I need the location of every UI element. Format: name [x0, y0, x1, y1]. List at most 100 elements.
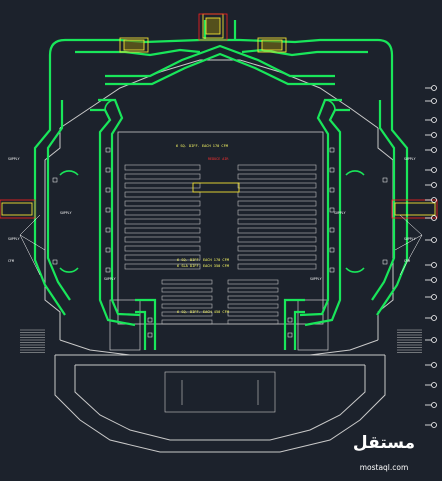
- pew-left: [124, 191, 201, 198]
- zone-label-mid-2: 6 SLA DIFF. EACH 350 CFM: [177, 264, 230, 268]
- circle-marker-icon: [431, 362, 437, 368]
- supply-diffuser: [329, 147, 335, 153]
- circle-marker-icon: [431, 262, 437, 268]
- pew-left: [124, 263, 201, 270]
- supply-diffuser: [329, 227, 335, 233]
- pew-right: [237, 254, 317, 261]
- supply-diffuser: [382, 259, 388, 265]
- pew-right: [237, 263, 317, 270]
- watermark-sub: mostaql.com: [360, 463, 409, 472]
- tag-left-inner: SUPPLY: [60, 211, 72, 215]
- supply-diffuser: [329, 167, 335, 173]
- pew-right: [237, 245, 317, 252]
- supply-diffuser: [105, 247, 111, 253]
- circle-marker-icon: [431, 132, 437, 138]
- supply-diffuser: [329, 247, 335, 253]
- red-annotation-boxes: [0, 13, 438, 219]
- circle-marker-icon: [431, 337, 437, 343]
- supply-diffuser: [105, 227, 111, 233]
- circle-marker-icon: [431, 402, 437, 408]
- watermark-main: مستقل: [353, 433, 415, 453]
- supply-diffuser: [105, 167, 111, 173]
- pew-rear-right: [227, 279, 279, 285]
- red-note: REDUCE AIR: [208, 157, 229, 161]
- pew-rear-right: [227, 303, 279, 309]
- circle-marker-icon: [431, 422, 437, 428]
- duct-elbows: [59, 99, 365, 273]
- tag-right-1: SUPPLY: [404, 157, 416, 161]
- supply-diffuser: [147, 332, 153, 338]
- tag-right-lower: SUPPLY: [310, 277, 322, 281]
- pew-rear-right: [227, 319, 279, 325]
- pew-left: [124, 182, 201, 189]
- pew-right: [237, 209, 317, 216]
- tag-right-inner: SUPPLY: [334, 211, 346, 215]
- pew-rear-left: [161, 319, 213, 325]
- pew-left: [124, 209, 201, 216]
- pew-rear-right: [227, 295, 279, 301]
- circle-marker-icon: [431, 215, 437, 221]
- pew-left: [124, 227, 201, 234]
- circle-marker-icon: [431, 197, 437, 203]
- pew-rear-left: [161, 279, 213, 285]
- stairs-left: [20, 329, 45, 353]
- building-walls: [44, 59, 394, 453]
- tag-left-1: SUPPLY: [8, 157, 20, 161]
- pew-right: [237, 164, 317, 171]
- tag-left-lower: SUPPLY: [104, 277, 116, 281]
- stairs-right: [397, 329, 422, 353]
- supply-diffuser: [329, 267, 335, 273]
- pew-left: [124, 245, 201, 252]
- supply-diffuser: [147, 317, 153, 323]
- pew-left: [124, 200, 201, 207]
- air-handling-units: [1, 13, 436, 216]
- pew-left: [124, 236, 201, 243]
- pew-right: [237, 173, 317, 180]
- supply-diffuser: [287, 332, 293, 338]
- circle-marker-icon: [431, 315, 437, 321]
- tag-left-2: SUPPLY: [8, 237, 20, 241]
- supply-diffuser: [105, 267, 111, 273]
- circle-marker-icon: [431, 182, 437, 188]
- tag-left-3: CFM: [8, 259, 14, 263]
- circle-marker-icon: [431, 277, 437, 283]
- circle-marker-icon: [431, 294, 437, 300]
- pew-left: [124, 254, 201, 261]
- supply-diffusers: [52, 147, 388, 338]
- pew-left: [124, 218, 201, 225]
- pew-right: [237, 227, 317, 234]
- tag-right-3: CFM: [404, 259, 410, 263]
- supply-diffuser: [52, 177, 58, 183]
- zone-label-top: 6 SQ. DIFF. EACH 170 CFM: [176, 144, 229, 148]
- circle-marker-icon: [431, 147, 437, 153]
- supply-diffuser: [329, 187, 335, 193]
- circle-marker-icon: [431, 98, 437, 104]
- pew-left: [124, 173, 201, 180]
- tag-right-2: SUPPLY: [404, 237, 416, 241]
- circle-marker-icon: [431, 237, 437, 243]
- mostaql-logo-icon: مستقل mostaql.com: [353, 433, 415, 472]
- circle-marker-icon: [431, 85, 437, 91]
- supply-diffuser: [105, 187, 111, 193]
- pew-rear-left: [161, 295, 213, 301]
- leader-lines: [19, 214, 423, 276]
- seating-pews: [124, 164, 317, 325]
- section-markers: [425, 85, 437, 428]
- circle-marker-icon: [431, 167, 437, 173]
- pew-right: [237, 191, 317, 198]
- supply-diffuser: [105, 207, 111, 213]
- pew-right: [237, 182, 317, 189]
- zone-label-bottom: 6 SQ. DIFF. EACH 450 CFM: [177, 310, 230, 314]
- pew-rear-left: [161, 287, 213, 293]
- supply-diffuser: [52, 259, 58, 265]
- pew-right: [237, 236, 317, 243]
- supply-duct-ring: [33, 20, 409, 350]
- supply-diffuser: [287, 317, 293, 323]
- zone-label-mid-1: 6 SQ. DIFF. EACH 170 CFM: [177, 258, 230, 262]
- circle-marker-icon: [431, 117, 437, 123]
- pew-left: [124, 164, 201, 171]
- supply-diffuser: [105, 147, 111, 153]
- supply-diffuser: [382, 177, 388, 183]
